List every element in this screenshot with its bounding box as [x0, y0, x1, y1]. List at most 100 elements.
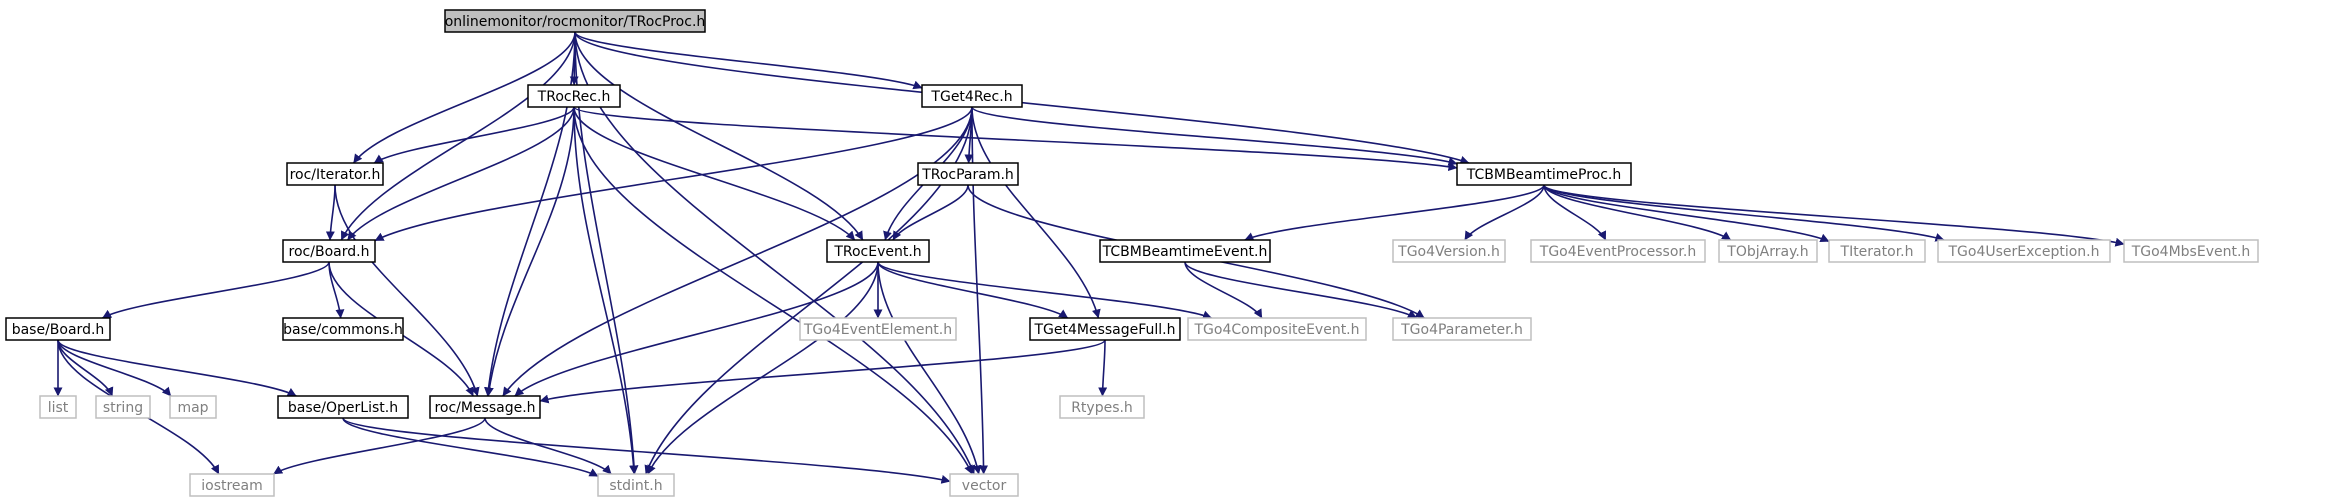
node-baseoperlist[interactable]: base/OperList.h	[277, 395, 409, 419]
node-label: TGo4EventProcessor.h	[1539, 244, 1696, 260]
node-rocmessage[interactable]: roc/Message.h	[429, 395, 541, 419]
edge-trocrec-to-stdint	[573, 106, 639, 475]
node-tgo4compositeevent: TGo4CompositeEvent.h	[1187, 317, 1367, 341]
edge-tget4rec-to-tcbmbeamtimeproc	[971, 106, 1458, 166]
node-trocrec[interactable]: TRocRec.h	[527, 84, 621, 108]
edge-tcbmbeamtimeproc-to-tgo4mbsevent	[1543, 184, 2125, 247]
node-label: map	[177, 400, 208, 416]
node-rtypes: Rtypes.h	[1059, 395, 1145, 419]
edge-baseboard-to-baseoperlist	[57, 339, 297, 397]
edge-tcbmbeamtimeproc-to-titerator	[1543, 184, 1830, 243]
node-tgo4parameter: TGo4Parameter.h	[1392, 317, 1532, 341]
node-rociterator[interactable]: roc/Iterator.h	[286, 162, 384, 186]
node-box	[39, 395, 77, 419]
edge-rocmessage-to-stdint	[484, 417, 612, 475]
edge-tget4messagefull-to-rtypes	[1098, 339, 1108, 397]
edge-trocrec-to-rocmessage	[484, 106, 575, 397]
node-label: TRocParam.h	[921, 167, 1014, 183]
node-rocboard[interactable]: roc/Board.h	[282, 239, 376, 263]
node-tget4rec[interactable]: TGet4Rec.h	[921, 84, 1023, 108]
node-box	[282, 317, 404, 341]
node-label: TRocRec.h	[537, 89, 611, 105]
node-box	[189, 473, 275, 497]
edge-trocrec-to-vector	[573, 106, 973, 475]
node-label: Rtypes.h	[1071, 400, 1133, 416]
edge-baseboard-to-map	[57, 339, 172, 397]
edge-trocevent-to-rocmessage	[514, 261, 879, 397]
node-tcbmbeamtimeproc[interactable]: TCBMBeamtimeProc.h	[1456, 162, 1632, 186]
node-root[interactable]: onlinemonitor/rocmonitor/TRocProc.h	[444, 9, 706, 33]
node-label: stdint.h	[609, 478, 662, 494]
node-label: TGo4Version.h	[1397, 244, 1500, 260]
node-label: iostream	[201, 478, 263, 494]
edge-tget4rec-to-stdint	[644, 106, 973, 475]
node-box	[1456, 162, 1632, 186]
edge-tcbmbeamtimeevent-to-tgo4compositeevent	[1184, 261, 1263, 319]
node-label: TGo4EventElement.h	[803, 322, 952, 338]
node-map: map	[169, 395, 217, 419]
node-trocevent[interactable]: TRocEvent.h	[826, 239, 930, 263]
edge-trocrec-to-tcbmbeamtimeproc	[573, 106, 1458, 172]
edge-baseoperlist-to-vector	[342, 417, 951, 484]
node-box	[1029, 317, 1181, 341]
node-label: TRocEvent.h	[833, 244, 921, 260]
node-label: roc/Message.h	[434, 400, 535, 416]
edge-tcbmbeamtimeproc-to-tgo4userexception	[1543, 184, 1945, 242]
node-box	[799, 317, 957, 341]
edge-tget4rec-to-tget4messagefull	[971, 106, 1101, 319]
node-label: roc/Board.h	[289, 244, 370, 260]
node-label: TObjArray.h	[1726, 244, 1808, 260]
edge-root-to-trocevent	[574, 31, 864, 241]
edge-trocevent-to-tgo4compositeevent	[877, 261, 1212, 320]
node-box	[95, 395, 151, 419]
node-box	[444, 9, 706, 33]
node-tget4messagefull[interactable]: TGet4MessageFull.h	[1029, 317, 1181, 341]
node-box	[527, 84, 621, 108]
node-box	[921, 84, 1023, 108]
nodes: onlinemonitor/rocmonitor/TRocProc.hTRocR…	[5, 9, 2259, 497]
edge-tcbmbeamtimeproc-to-tcbmbeamtimeevent	[1244, 184, 1545, 241]
node-box	[1187, 317, 1367, 341]
node-box	[169, 395, 217, 419]
node-trocparam[interactable]: TRocParam.h	[917, 162, 1019, 186]
edge-tget4rec-to-vector	[971, 106, 989, 475]
edge-trocrec-to-rociterator	[373, 106, 575, 164]
node-baseboard[interactable]: base/Board.h	[5, 317, 111, 341]
node-label: TGo4CompositeEvent.h	[1193, 322, 1359, 338]
node-box	[826, 239, 930, 263]
node-box	[597, 473, 675, 497]
node-label: vector	[962, 478, 1007, 494]
node-tgo4evelement: TGo4EventElement.h	[799, 317, 957, 341]
node-label: TCBMBeamtimeProc.h	[1466, 167, 1622, 183]
edge-tget4messagefull-to-rocmessage	[539, 339, 1106, 404]
node-box	[286, 162, 384, 186]
node-label: TGet4Rec.h	[930, 89, 1012, 105]
node-tcbmbeamtimeevent[interactable]: TCBMBeamtimeEvent.h	[1099, 239, 1271, 263]
edge-tget4rec-to-rocmessage	[502, 106, 973, 397]
node-label: TIterator.h	[1840, 244, 1914, 260]
edge-tcbmbeamtimeproc-to-tobjarray	[1543, 184, 1732, 241]
node-label: TCBMBeamtimeEvent.h	[1102, 244, 1268, 260]
node-tobjarray: TObjArray.h	[1718, 239, 1818, 263]
node-basecommons[interactable]: base/commons.h	[282, 317, 404, 341]
edge-trocrec-to-trocevent	[573, 106, 856, 241]
node-label: TGo4UserException.h	[1947, 244, 2099, 260]
edge-rociterator-to-rocmessage	[334, 184, 480, 397]
node-label: TGo4Parameter.h	[1400, 322, 1523, 338]
node-tgo4eventprocessor: TGo4EventProcessor.h	[1530, 239, 1706, 263]
node-iostream: iostream	[189, 473, 275, 497]
node-stdint: stdint.h	[597, 473, 675, 497]
edge-rociterator-to-rocboard	[325, 184, 336, 241]
node-tgo4mbsevent: TGo4MbsEvent.h	[2123, 239, 2259, 263]
edge-tcbmbeamtimeevent-to-tgo4parameter	[1184, 261, 1417, 319]
node-box	[1718, 239, 1818, 263]
node-label: roc/Iterator.h	[290, 167, 381, 183]
node-label: base/OperList.h	[288, 400, 398, 416]
node-list: list	[39, 395, 77, 419]
edge-root-to-rociterator	[352, 31, 576, 164]
edge-tget4rec-to-rocboard	[374, 106, 973, 242]
edge-rocboard-to-baseboard	[102, 261, 330, 319]
node-label: string	[103, 400, 143, 416]
node-box	[5, 317, 111, 341]
